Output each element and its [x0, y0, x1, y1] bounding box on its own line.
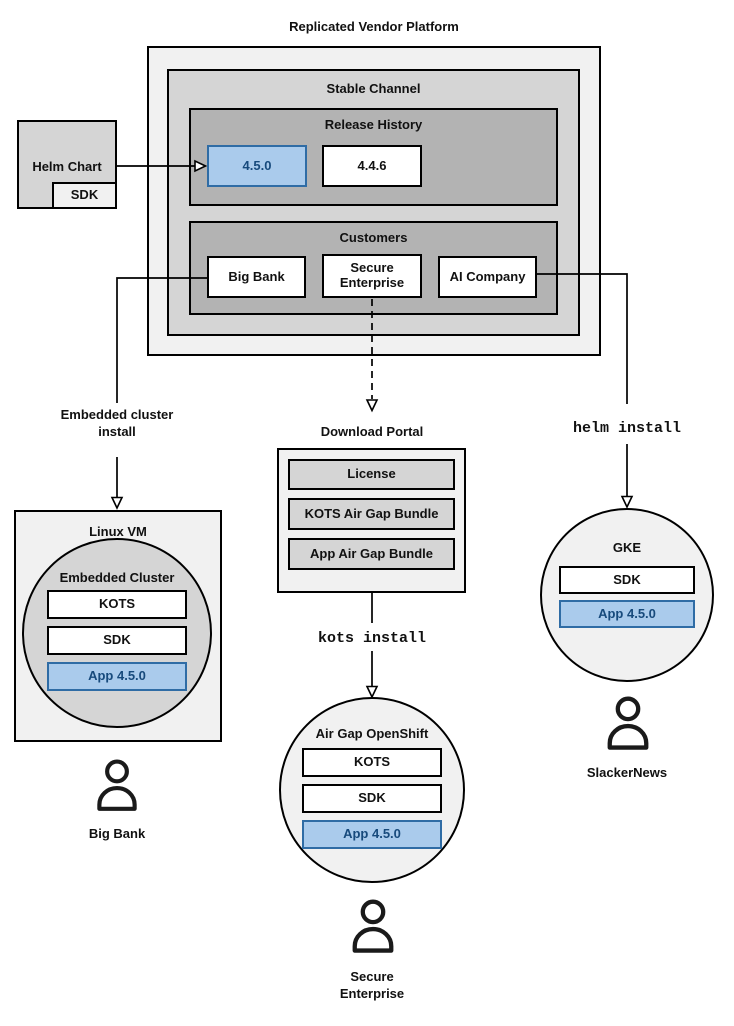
airgap-sdk-box: SDK [302, 784, 442, 813]
customer-ai-company-label: AI Company [449, 268, 526, 284]
gke-app-box: App 4.5.0 [559, 600, 695, 628]
arrowhead-into-download-portal [365, 399, 379, 413]
embedded-kots-label: KOTS [98, 596, 136, 612]
customer-secure-enterprise-box[interactable]: Secure Enterprise [322, 254, 422, 298]
gke-app-label: App 4.5.0 [598, 605, 656, 621]
embedded-kots-box: KOTS [47, 590, 187, 619]
helm-chart-sdk-label: SDK [70, 187, 99, 203]
release-4-4-6-label: 4.4.6 [357, 157, 387, 173]
embedded-install-label: Embedded cluster install [60, 407, 174, 439]
arrowhead-into-gke [620, 495, 634, 509]
portal-license-label: License [347, 466, 396, 482]
airgap-sdk-label: SDK [358, 790, 386, 806]
customer-secure-enterprise-label: Secure Enterprise [339, 260, 405, 290]
download-portal-label: Download Portal [320, 424, 424, 439]
release-4-5-0-box[interactable]: 4.5.0 [207, 145, 307, 187]
customer-big-bank-label: Big Bank [228, 268, 285, 284]
secure-enterprise-user-label: Secure Enterprise [339, 969, 405, 1001]
release-4-4-6-box[interactable]: 4.4.6 [322, 145, 422, 187]
big-bank-user-label: Big Bank [88, 826, 146, 841]
helm-chart-label: Helm Chart [32, 159, 102, 174]
portal-kots-bundle-box[interactable]: KOTS Air Gap Bundle [288, 498, 455, 530]
linux-vm-label: Linux VM [89, 524, 147, 539]
secure-enterprise-user-icon [352, 899, 394, 953]
kots-install-command: kots install [317, 630, 427, 647]
airgap-app-box: App 4.5.0 [302, 820, 442, 849]
embedded-sdk-label: SDK [103, 632, 131, 648]
portal-app-bundle-label: App Air Gap Bundle [309, 545, 434, 561]
airgap-kots-label: KOTS [353, 754, 391, 770]
helm-chart-sdk-box: SDK [52, 182, 117, 209]
platform-title: Replicated Vendor Platform [289, 19, 459, 34]
gke-sdk-label: SDK [613, 571, 641, 587]
customer-big-bank-box[interactable]: Big Bank [207, 256, 306, 298]
slackernews-user-label: SlackerNews [586, 765, 668, 780]
stable-channel-label: Stable Channel [326, 81, 421, 96]
arrowhead-into-openshift [365, 685, 379, 699]
airgap-kots-box: KOTS [302, 748, 442, 777]
embedded-app-label: App 4.5.0 [88, 668, 146, 684]
gke-circle: GKE [540, 508, 714, 682]
slackernews-user-icon [607, 696, 649, 750]
airgap-app-label: App 4.5.0 [343, 826, 401, 842]
customers-label: Customers [339, 230, 408, 245]
big-bank-user-icon [97, 759, 137, 811]
customer-ai-company-box[interactable]: AI Company [438, 256, 537, 298]
portal-app-bundle-box[interactable]: App Air Gap Bundle [288, 538, 455, 570]
airgap-openshift-label: Air Gap OpenShift [315, 726, 429, 741]
helm-install-command: helm install [572, 420, 682, 437]
helm-chart-box: Helm Chart SDK [17, 120, 117, 209]
portal-license-box[interactable]: License [288, 459, 455, 490]
embedded-sdk-box: SDK [47, 626, 187, 655]
release-history-label: Release History [324, 117, 423, 132]
embedded-app-box: App 4.5.0 [47, 662, 187, 691]
embedded-cluster-label: Embedded Cluster [59, 570, 175, 585]
arrowhead-into-linux-vm [110, 496, 124, 510]
gke-label: GKE [612, 540, 642, 555]
gke-sdk-box: SDK [559, 566, 695, 594]
release-4-5-0-label: 4.5.0 [242, 157, 272, 173]
portal-kots-bundle-label: KOTS Air Gap Bundle [304, 505, 439, 521]
